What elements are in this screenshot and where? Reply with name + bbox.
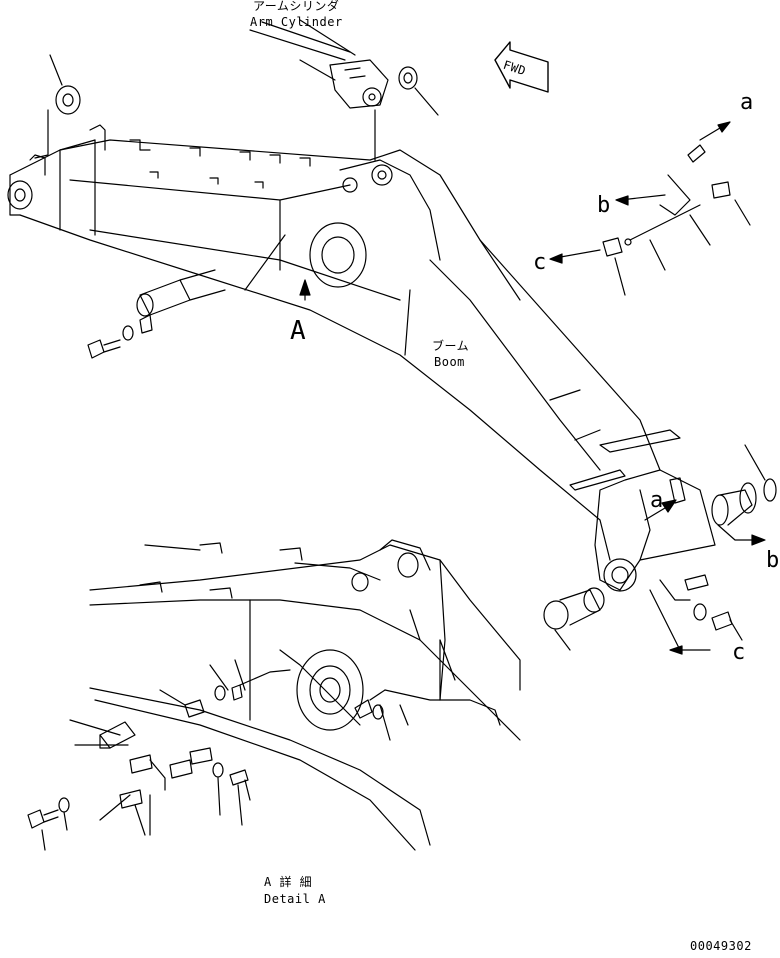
detail-title-en: Detail A <box>264 892 326 906</box>
ref-c-right: c <box>732 640 746 665</box>
pin-and-bolt <box>87 234 286 359</box>
arm-cylinder-label-en: Arm Cylinder <box>250 15 343 29</box>
ref-b-right: b <box>766 548 780 573</box>
left-washer-group <box>34 54 81 159</box>
detail-title-jp: A 詳 細 <box>264 875 313 889</box>
ref-a-right: a <box>650 488 664 513</box>
boom-body <box>7 124 716 592</box>
reference-parts-top <box>549 121 751 296</box>
detail-marker-a: A <box>290 316 306 346</box>
boom-label-jp: ブーム <box>432 339 470 353</box>
arm-cylinder-label-jp: アームシリンダ <box>253 0 340 13</box>
drawing-number: 00049302 <box>690 939 752 953</box>
fwd-arrow-icon <box>494 41 549 93</box>
reference-parts-bottom <box>543 444 777 655</box>
arm-cylinder <box>249 19 439 161</box>
ref-a-top: a <box>740 90 754 115</box>
detail-a-drawing <box>27 539 521 851</box>
ref-c-top: c <box>533 250 547 275</box>
ref-b-top: b <box>597 193 611 218</box>
boom-label-en: Boom <box>434 355 465 369</box>
